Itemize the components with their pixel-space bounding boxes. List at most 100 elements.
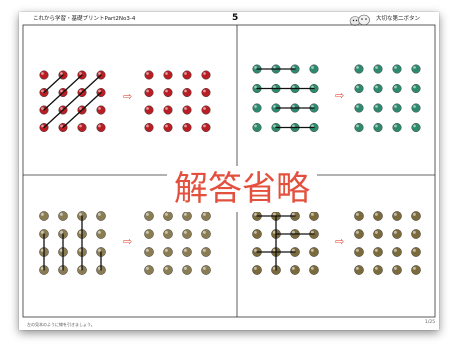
red-practice-dot (182, 122, 192, 132)
green-practice-dot (354, 64, 364, 74)
bronze-model-dot (309, 265, 319, 275)
green-practice-dot (392, 122, 402, 132)
red-model-dot-highlight (98, 124, 101, 128)
bronze-practice-dot (411, 211, 421, 221)
green-model-dot-highlight (311, 105, 314, 108)
green-practice-dot (373, 122, 383, 132)
bronze-practice-dot (411, 229, 421, 239)
bronze-model-dot-highlight (310, 266, 314, 270)
bronze-practice-dot-highlight (374, 248, 378, 252)
bronze-model-dot-highlight (291, 248, 295, 252)
green-model-dot-highlight (273, 66, 276, 69)
green-practice-dot-highlight (394, 85, 397, 89)
red-model-dot-highlight (79, 124, 82, 128)
red-practice-dot (144, 122, 154, 132)
red-practice-dot (201, 105, 211, 115)
red-model-dot-highlight (41, 107, 44, 110)
red-model-dot (39, 70, 49, 80)
green-practice-dot (354, 83, 364, 93)
green-practice-dot-highlight (413, 66, 416, 69)
red-practice-dot-highlight (203, 72, 206, 75)
red-model-dot (96, 122, 106, 132)
khaki-practice-dot (201, 247, 211, 257)
red-model-line (43, 74, 64, 94)
green-practice-dot-highlight (394, 66, 397, 69)
bronze-practice-dot-highlight (374, 266, 378, 270)
page-frame (22, 24, 436, 318)
green-practice-dot-highlight (413, 124, 416, 128)
khaki-practice-dot-highlight (145, 248, 149, 252)
green-model-dot (252, 122, 262, 132)
red-model-line (62, 91, 102, 129)
green-model-dot-highlight (273, 105, 276, 108)
green-practice-dot (392, 83, 402, 93)
green-model-dot-highlight (273, 124, 276, 128)
khaki-arrow-icon: ⇨ (123, 235, 132, 248)
red-practice-dot-highlight (184, 89, 187, 93)
bronze-practice-dot (354, 265, 364, 275)
khaki-model-dot (96, 211, 106, 221)
bronze-model-dot-highlight (291, 230, 295, 234)
khaki-practice-dot (201, 211, 211, 221)
red-model-line (43, 74, 83, 111)
red-model-dot-highlight (41, 72, 44, 75)
bronze-practice-dot (354, 211, 364, 221)
khaki-model-dot-highlight (40, 266, 44, 270)
red-model-dot-highlight (79, 72, 82, 75)
red-practice-dot (201, 87, 211, 97)
green-practice-dot (354, 122, 364, 132)
khaki-model-dot-highlight (40, 230, 44, 234)
khaki-practice-dot-highlight (202, 230, 206, 234)
red-practice-dot-highlight (165, 72, 168, 75)
khaki-practice-dot-highlight (183, 212, 187, 216)
bronze-model-dot (309, 211, 319, 221)
khaki-practice-dot-highlight (164, 230, 168, 234)
bronze-model-dot-highlight (291, 266, 295, 270)
green-practice-dot-highlight (375, 124, 378, 128)
khaki-model-dot-highlight (78, 230, 82, 234)
bronze-model-dot-highlight (272, 230, 276, 234)
khaki-practice-dot (163, 265, 173, 275)
green-model-dot-highlight (254, 124, 257, 128)
bronze-practice-dot (354, 247, 364, 257)
red-practice-dot (201, 122, 211, 132)
green-practice-dot (373, 103, 383, 113)
green-practice-dot-highlight (375, 66, 378, 69)
khaki-practice-dot (163, 211, 173, 221)
bronze-practice-dot (373, 265, 383, 275)
green-practice-dot (392, 64, 402, 74)
red-model-dot-highlight (41, 89, 44, 93)
bronze-model-dot-highlight (272, 266, 276, 270)
bronze-model-dot (290, 265, 300, 275)
red-practice-dot (163, 122, 173, 132)
khaki-practice-dot (201, 229, 211, 239)
red-model-dot-highlight (79, 89, 82, 93)
bronze-practice-dot-highlight (393, 212, 397, 216)
green-practice-dot (373, 64, 383, 74)
green-practice-dot (354, 103, 364, 113)
khaki-practice-dot (144, 211, 154, 221)
bronze-arrow-icon: ⇨ (335, 235, 344, 248)
bronze-practice-dot (354, 229, 364, 239)
bronze-practice-dot-highlight (355, 266, 359, 270)
red-practice-dot-highlight (203, 89, 206, 93)
khaki-practice-dot-highlight (145, 266, 149, 270)
khaki-practice-dot-highlight (164, 266, 168, 270)
bronze-practice-dot-highlight (374, 230, 378, 234)
bronze-model-dot-highlight (310, 212, 314, 216)
red-model-line (43, 74, 102, 129)
khaki-model-dot-highlight (97, 266, 101, 270)
khaki-practice-dot (182, 229, 192, 239)
red-practice-dot-highlight (203, 124, 206, 128)
bronze-model-dot-highlight (291, 212, 295, 216)
bronze-model-dot-highlight (253, 266, 257, 270)
green-practice-dot-highlight (413, 85, 416, 89)
khaki-practice-dot-highlight (164, 248, 168, 252)
bronze-practice-dot (392, 247, 402, 257)
bronze-model-dot-highlight (253, 248, 257, 252)
khaki-practice-dot (182, 247, 192, 257)
khaki-model-dot-highlight (97, 230, 101, 234)
bronze-model-dot-highlight (253, 230, 257, 234)
stamp-text: 解答省略 (174, 169, 310, 209)
